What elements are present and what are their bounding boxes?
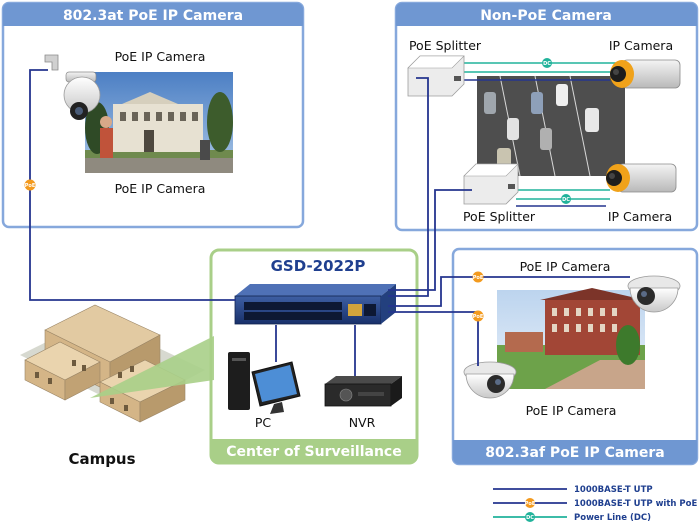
- ip-camera-bottom-label: IP Camera: [608, 209, 672, 224]
- poe-badge-dome-top-text: PoE: [473, 275, 484, 281]
- legend-dc-badge-text: DC: [526, 515, 534, 521]
- building-photo: [85, 72, 233, 173]
- nvr-label: NVR: [349, 415, 376, 430]
- panel-poe-at: 802.3at PoE IP Camera PoE IP Camera PoE …: [1, 1, 305, 229]
- ip-camera-bottom-icon: [606, 163, 677, 193]
- poe-at-camera-bottom-label: PoE IP Camera: [115, 181, 206, 196]
- gsd-2022p-switch-icon: [234, 284, 396, 325]
- poe-af-camera-bottom-label: PoE IP Camera: [526, 403, 617, 418]
- panel-non-poe: Non-PoE Camera PoE Splitter IP Camera Po…: [394, 1, 699, 232]
- legend-dc-text: Power Line (DC): [574, 513, 651, 523]
- dc-badge-bottom-text: DC: [562, 197, 570, 203]
- ip-camera-top-label: IP Camera: [609, 38, 673, 53]
- poe-splitter-bottom-icon: [463, 163, 519, 205]
- ptz-camera-icon: [44, 54, 101, 120]
- campus-label: Campus: [68, 450, 135, 468]
- panel-center-footer: [211, 439, 417, 463]
- legend: 1000BASE-T UTP PoE 1000BASE-T UTP with P…: [493, 485, 697, 523]
- switch-model-label: GSD-2022P: [271, 257, 366, 275]
- ip-camera-top-icon: [610, 59, 681, 89]
- campus-callout-wedge: [90, 336, 214, 398]
- poe-badge-dome-bottom-text: PoE: [473, 314, 484, 320]
- poe-badge-ptz: PoE: [24, 179, 36, 191]
- campus-photo: [497, 288, 645, 389]
- dc-badge-bottom: DC: [561, 194, 571, 204]
- panel-poe-at-title: 802.3at PoE IP Camera: [63, 8, 243, 24]
- panel-poe-af-title: 802.3af PoE IP Camera: [485, 445, 665, 461]
- legend-poe-badge-text: PoE: [525, 501, 536, 507]
- nvr-icon: [324, 376, 402, 407]
- parking-lot-photo: [477, 75, 625, 177]
- panel-non-poe-header: [396, 3, 697, 26]
- poe-af-camera-top-label: PoE IP Camera: [520, 259, 611, 274]
- panel-poe-at-header: [3, 3, 303, 26]
- panel-center-footer-label: Center of Surveillance: [226, 444, 401, 460]
- link-splitter-top: [388, 77, 429, 297]
- poe-at-camera-top-label: PoE IP Camera: [115, 49, 206, 64]
- utp-splitter-links: [462, 79, 610, 207]
- pc-label: PC: [255, 415, 272, 430]
- pc-icon: [228, 352, 301, 414]
- legend-poe-text: 1000BASE-T UTP with PoE: [574, 499, 697, 509]
- panel-non-poe-title: Non-PoE Camera: [480, 8, 612, 24]
- dc-badge-top: DC: [542, 58, 552, 68]
- dc-badge-top-text: DC: [543, 61, 551, 67]
- panel-poe-af: 802.3af PoE IP Camera PoE IP Camera PoE …: [451, 247, 699, 466]
- panel-poe-af-footer: [453, 440, 697, 464]
- panel-center: Center of Surveillance GSD-2022P PC NVR: [209, 248, 419, 465]
- dome-camera-bottom-icon: [463, 361, 517, 399]
- dome-camera-top-icon: [627, 275, 681, 313]
- legend-poe-badge: [525, 498, 535, 508]
- legend-dc-badge: [525, 512, 535, 522]
- link-dome-top: [388, 276, 630, 307]
- poe-badge-ptz-text: PoE: [25, 183, 36, 189]
- splitter-bottom-label: PoE Splitter: [463, 209, 536, 224]
- poe-splitter-top-icon: [407, 55, 465, 97]
- poe-badge-dome-bottom: PoE: [472, 310, 484, 322]
- splitter-top-label: PoE Splitter: [409, 38, 482, 53]
- poe-badge-dome-top: PoE: [472, 271, 484, 283]
- legend-utp-text: 1000BASE-T UTP: [574, 485, 653, 495]
- link-splitter-bottom: [388, 189, 472, 291]
